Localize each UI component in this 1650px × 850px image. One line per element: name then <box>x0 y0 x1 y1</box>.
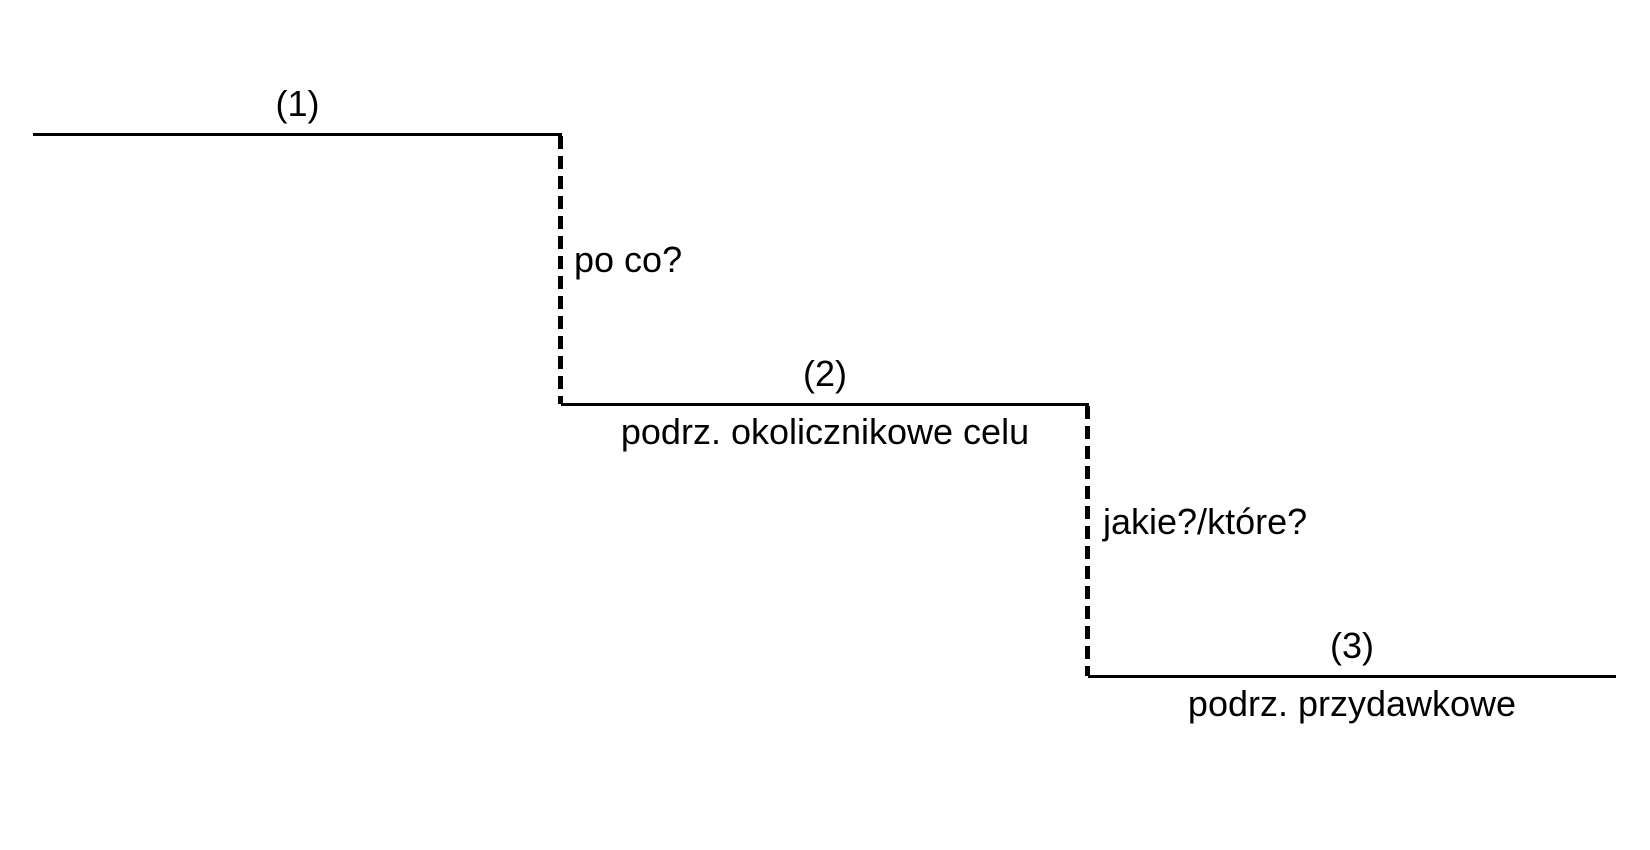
connector-2-3-dashed-line <box>1085 406 1090 676</box>
clause-1-line <box>33 133 562 136</box>
clause-2-type-label: podrz. okolicznikowe celu <box>620 411 1030 452</box>
clause-3-number-label: (3) <box>1330 625 1374 666</box>
clause-3-type-label: podrz. przydawkowe <box>1187 683 1517 724</box>
connector-2-3-question-label: jakie?/które? <box>1103 501 1308 542</box>
connector-1-2-question-label: po co? <box>574 239 683 280</box>
connector-1-2-dashed-line <box>558 136 563 404</box>
clause-1-number-label: (1) <box>275 83 320 124</box>
clause-2-line <box>561 403 1089 406</box>
clause-2-number-label: (2) <box>803 353 847 394</box>
clause-3-line <box>1088 675 1616 678</box>
